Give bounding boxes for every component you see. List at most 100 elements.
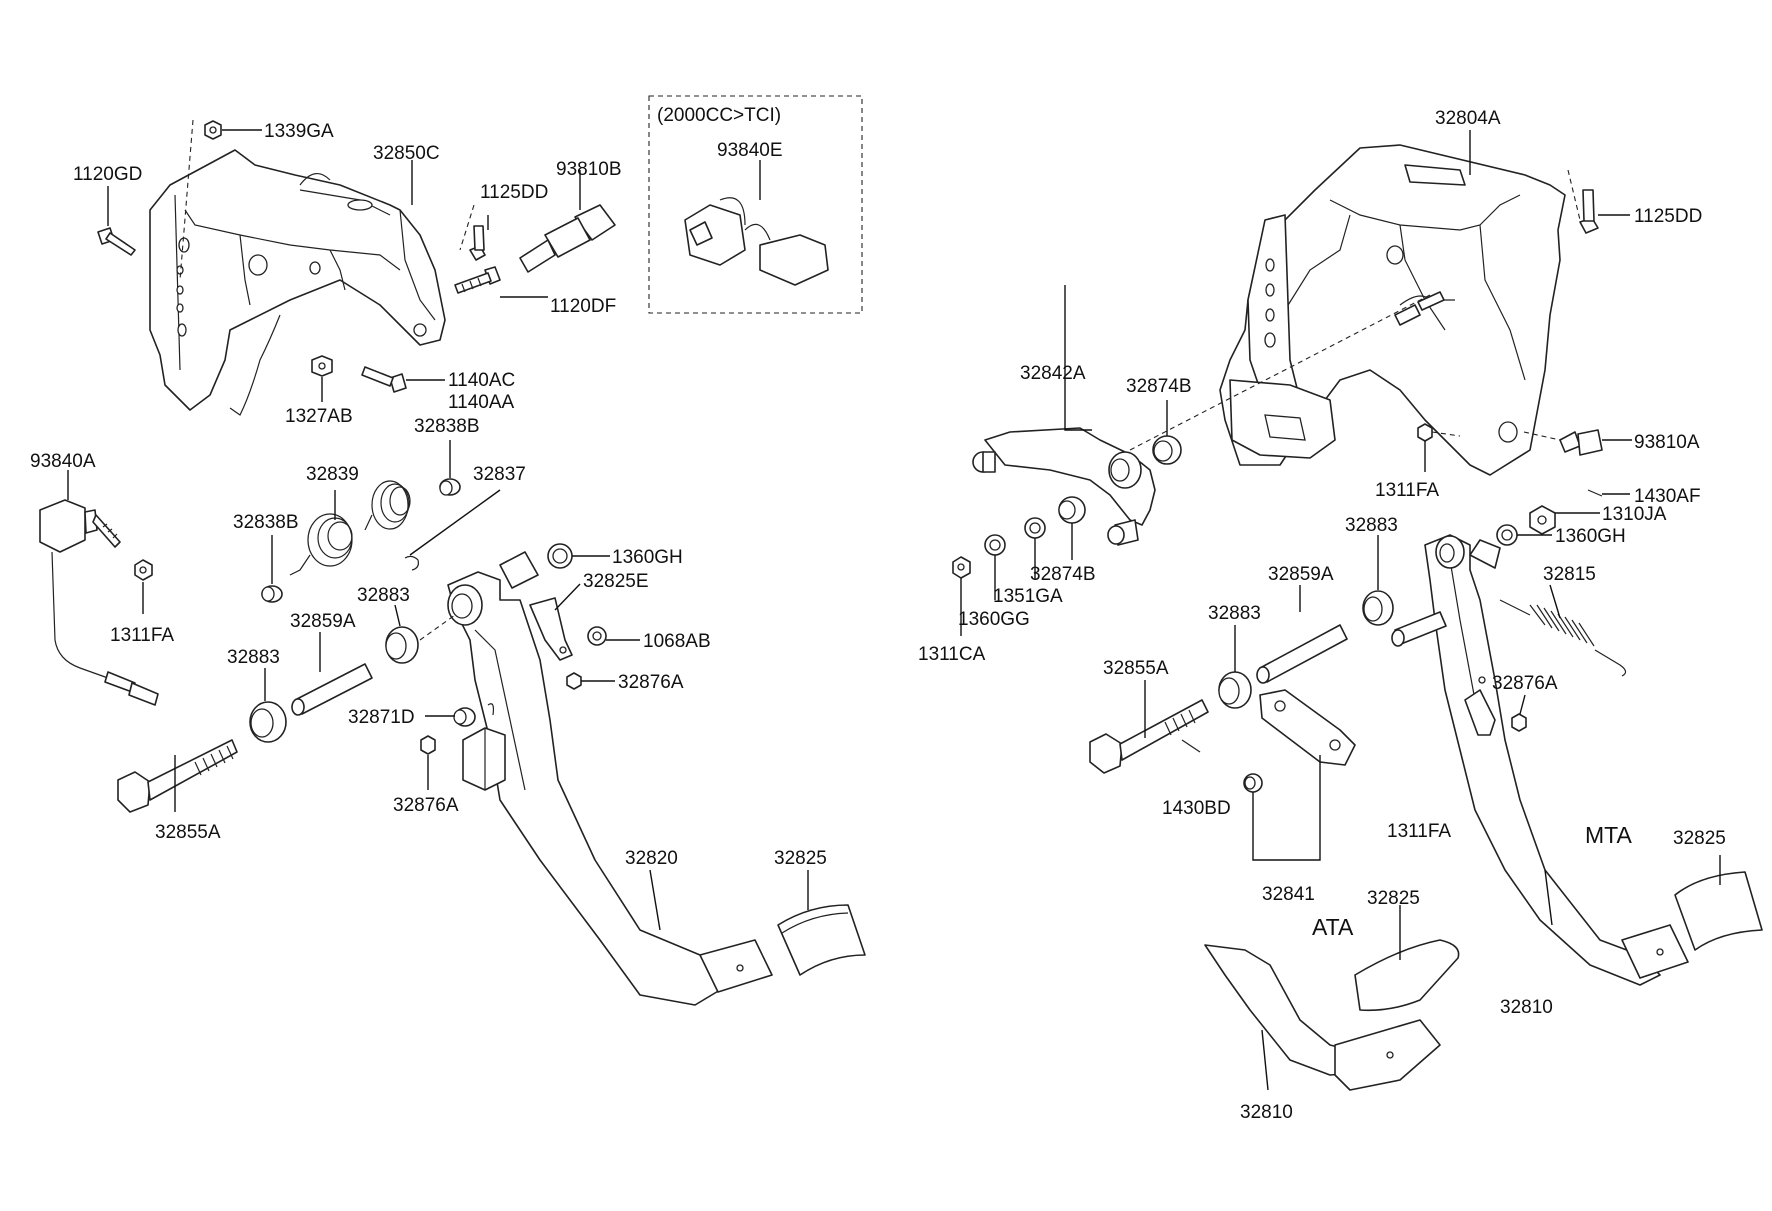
label-32810-ata: 32810 [1240, 1102, 1293, 1123]
bolt-1140AC [361, 366, 407, 393]
label-93840A: 93840A [30, 451, 96, 472]
label-93810A: 93810A [1634, 432, 1700, 453]
label-32841: 32841 [1262, 884, 1315, 905]
label-1351GA: 1351GA [993, 586, 1063, 607]
bushing-32883-lower [249, 701, 287, 743]
bolt-32855A-left [117, 739, 238, 813]
bracket-32850C [149, 149, 446, 416]
ring-1360GH-right [1496, 524, 1518, 546]
label-32850C: 32850C [373, 143, 440, 164]
part-labels: 1339GA 32850C 1120GD 1125DD 93810B 1120D… [30, 105, 1726, 1123]
label-32839: 32839 [306, 464, 359, 485]
nut-1311FA-left [134, 559, 153, 581]
nut-32876A-lower [420, 735, 436, 755]
label-1430AF: 1430AF [1634, 486, 1701, 507]
pin-32859A-left [291, 663, 373, 716]
bushing-32841-small [1243, 773, 1263, 793]
ring-1360GH-left [547, 543, 573, 569]
bushing-32838B-top [439, 478, 461, 496]
bushing-32874B-top [1152, 435, 1182, 465]
pad-32825-ata [1354, 939, 1460, 1012]
switch-93810A [1559, 429, 1603, 456]
clip-32837 [404, 555, 419, 571]
label-inset-title: (2000CC>TCI) [657, 105, 781, 126]
label-32855A-right: 32855A [1103, 658, 1169, 679]
pedal-32810-ata [1204, 944, 1441, 1091]
inset-2000cc-tci [648, 95, 863, 314]
label-32876A-upper: 32876A [618, 672, 684, 693]
switch-93810B [519, 204, 616, 273]
label-32838B-top: 32838B [414, 416, 480, 437]
bushing-32883-upper [385, 626, 419, 664]
label-32859A-right: 32859A [1268, 564, 1334, 585]
left-assembly [39, 95, 866, 1006]
nut-1311FA-right [1417, 423, 1433, 442]
label-1068AB: 1068AB [643, 631, 711, 652]
label-32837: 32837 [473, 464, 526, 485]
label-32855A-left: 32855A [155, 822, 221, 843]
ring-1360GG [984, 534, 1006, 556]
nut-1339GA [204, 120, 222, 140]
label-32871D: 32871D [348, 707, 415, 728]
bolt-1125DD-right [1579, 189, 1599, 234]
pad-32825-left [777, 904, 866, 976]
label-32883-right-upper: 32883 [1345, 515, 1398, 536]
label-1120DF: 1120DF [550, 296, 616, 317]
switch-93840A [39, 499, 159, 706]
label-93810B: 93810B [556, 159, 622, 180]
label-1311FA-pedal: 1311FA [1387, 821, 1451, 842]
label-1310JA: 1310JA [1602, 504, 1667, 525]
label-32883-right-lower: 32883 [1208, 603, 1261, 624]
label-1311CA: 1311CA [918, 644, 986, 665]
bracket-32825E [529, 597, 573, 661]
nut-1311CA [952, 556, 971, 579]
right-assembly [952, 144, 1763, 1091]
lever-32842A [972, 427, 1156, 546]
ring-1351GA [1024, 517, 1046, 539]
label-32804A: 32804A [1435, 108, 1501, 129]
label-32825E: 32825E [583, 571, 649, 592]
label-32825-ata: 32825 [1367, 888, 1420, 909]
cotter-1430BD [1181, 739, 1201, 753]
nut-1327AB [311, 355, 333, 377]
label-1311FA-left: 1311FA [110, 625, 174, 646]
label-1120GD: 1120GD [73, 164, 142, 185]
label-32859A-left: 32859A [290, 611, 356, 632]
nut-1310JA [1529, 505, 1556, 535]
label-32876A-right: 32876A [1492, 673, 1558, 694]
label-MTA: MTA [1585, 822, 1633, 848]
label-32838B-left: 32838B [233, 512, 299, 533]
label-1125DD-right: 1125DD [1634, 206, 1702, 227]
bushing-32883-right-upper [1362, 590, 1394, 626]
pedal-32820 [447, 551, 773, 1006]
label-1360GH-left: 1360GH [612, 547, 683, 568]
label-1140AC: 1140AC [448, 370, 515, 391]
label-1311FA-right: 1311FA [1375, 480, 1439, 501]
label-32874B-top: 32874B [1126, 376, 1192, 397]
label-32810-mta: 32810 [1500, 997, 1553, 1018]
cotter-1430AF [1587, 489, 1603, 497]
label-1430BD: 1430BD [1162, 798, 1231, 819]
label-93840E: 93840E [717, 140, 783, 161]
bolt-1125DD-left [469, 225, 486, 261]
bolt-1120DF [454, 266, 501, 294]
bolt-1120GD [97, 227, 136, 256]
bushing-32838B-left [261, 585, 283, 603]
bushing-32874B-bottom [1058, 496, 1086, 524]
washer-1068AB [587, 626, 607, 646]
label-1360GG: 1360GG [958, 609, 1030, 630]
label-32815: 32815 [1543, 564, 1596, 585]
spring-32839 [289, 480, 411, 576]
pin-32859A-right-pivot [1391, 611, 1447, 647]
label-1360GH-right: 1360GH [1555, 526, 1626, 547]
label-32883-upper: 32883 [357, 585, 410, 606]
label-1327AB: 1327AB [285, 406, 353, 427]
bushing-32871D [453, 707, 476, 727]
bushing-32883-right-lower [1218, 671, 1252, 709]
bracket-32804A [1219, 144, 1566, 476]
label-32842A: 32842A [1020, 363, 1086, 384]
label-1140AA: 1140AA [448, 392, 515, 413]
label-ATA: ATA [1312, 914, 1354, 940]
leader-lines [67, 129, 1721, 1091]
